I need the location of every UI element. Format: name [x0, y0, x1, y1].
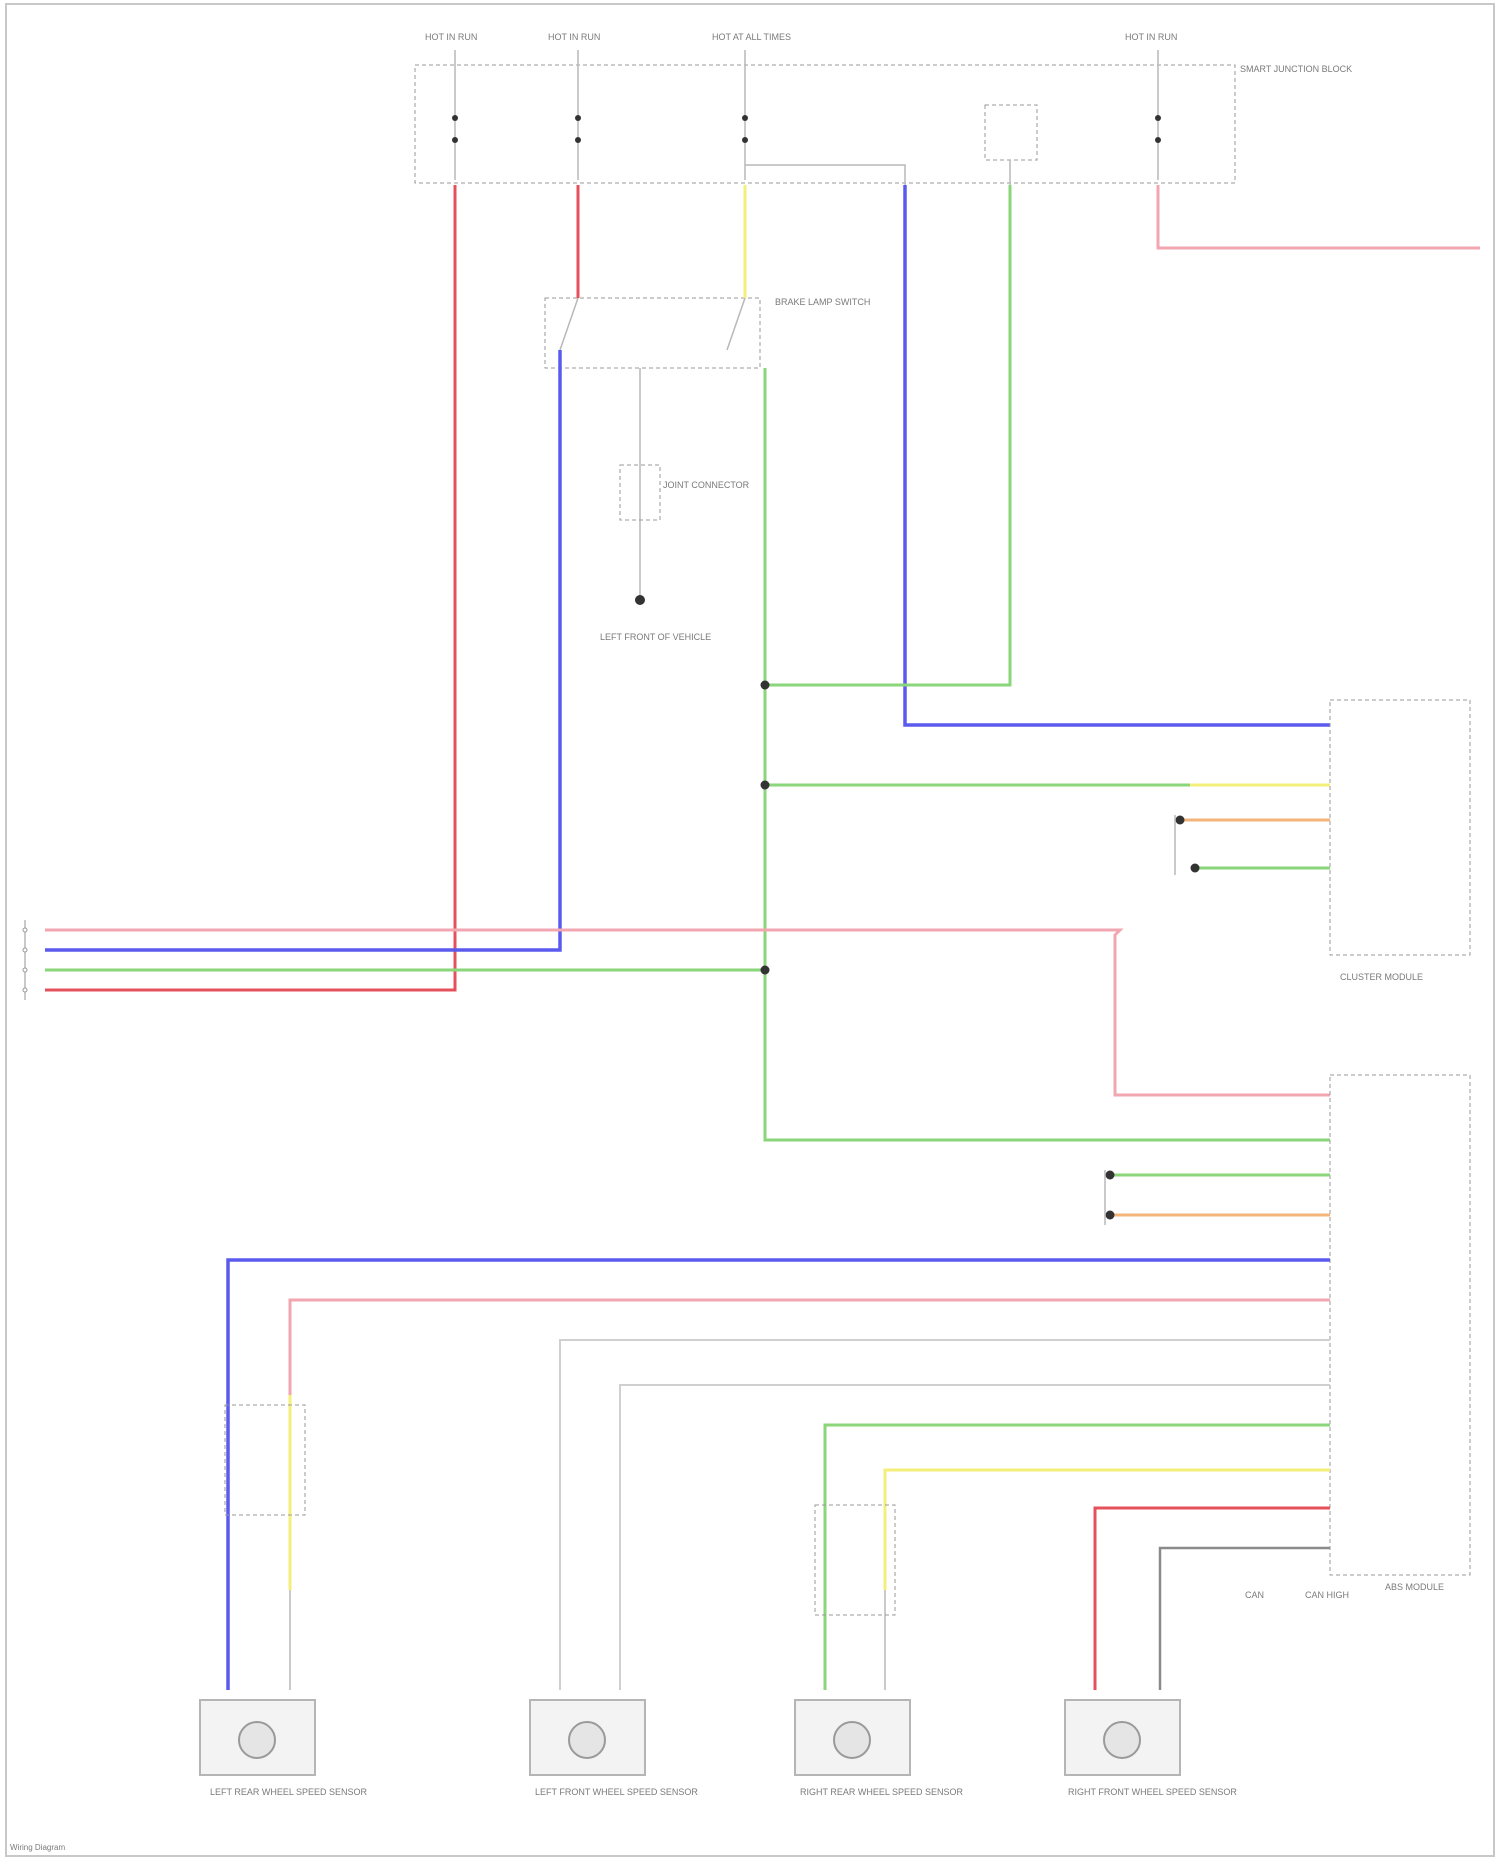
- lower-connector-label-1: CAN: [1245, 1590, 1264, 1600]
- sensor-label-3: RIGHT REAR WHEEL SPEED SENSOR: [800, 1787, 964, 1797]
- sensor-label-1: LEFT REAR WHEEL SPEED SENSOR: [210, 1787, 368, 1797]
- sensor-label-4: RIGHT FRONT WHEEL SPEED SENSOR: [1068, 1787, 1237, 1797]
- lower-connector-label-2: CAN HIGH: [1305, 1590, 1349, 1600]
- brake-lamp-switch-label: BRAKE LAMP SWITCH: [775, 297, 870, 307]
- left-connector: [23, 920, 27, 1000]
- module2-label: ABS MODULE: [1385, 1582, 1444, 1592]
- sensor-label-2: LEFT FRONT WHEEL SPEED SENSOR: [535, 1787, 698, 1797]
- abs-module: ABS MODULE CAN CAN HIGH: [1105, 1075, 1470, 1600]
- top-label-1: HOT IN RUN: [425, 32, 477, 42]
- footer-text: Wiring Diagram: [10, 1843, 65, 1852]
- top-label-3: HOT AT ALL TIMES: [712, 32, 791, 42]
- brake-lamp-switch: BRAKE LAMP SWITCH: [545, 297, 870, 368]
- left-front-wheel-sensor: LEFT FRONT WHEEL SPEED SENSOR: [530, 1700, 698, 1797]
- top-label-4: HOT IN RUN: [1125, 32, 1177, 42]
- joint-connector: JOINT CONNECTOR LEFT FRONT OF VEHICLE: [600, 368, 750, 642]
- junction-box-label: SMART JUNCTION BLOCK: [1240, 64, 1352, 74]
- junction-block: HOT IN RUN HOT IN RUN HOT AT ALL TIMES H…: [415, 32, 1352, 185]
- joint-connector-label: JOINT CONNECTOR: [663, 480, 750, 490]
- cluster-module: CLUSTER MODULE: [1175, 700, 1470, 982]
- left-rear-wheel-sensor: LEFT REAR WHEEL SPEED SENSOR: [200, 1700, 368, 1797]
- top-label-2: HOT IN RUN: [548, 32, 600, 42]
- module1-label: CLUSTER MODULE: [1340, 972, 1423, 982]
- right-front-wheel-sensor: RIGHT FRONT WHEEL SPEED SENSOR: [1065, 1700, 1237, 1797]
- ground-label: LEFT FRONT OF VEHICLE: [600, 632, 711, 642]
- right-rear-wheel-sensor: RIGHT REAR WHEEL SPEED SENSOR: [795, 1700, 964, 1797]
